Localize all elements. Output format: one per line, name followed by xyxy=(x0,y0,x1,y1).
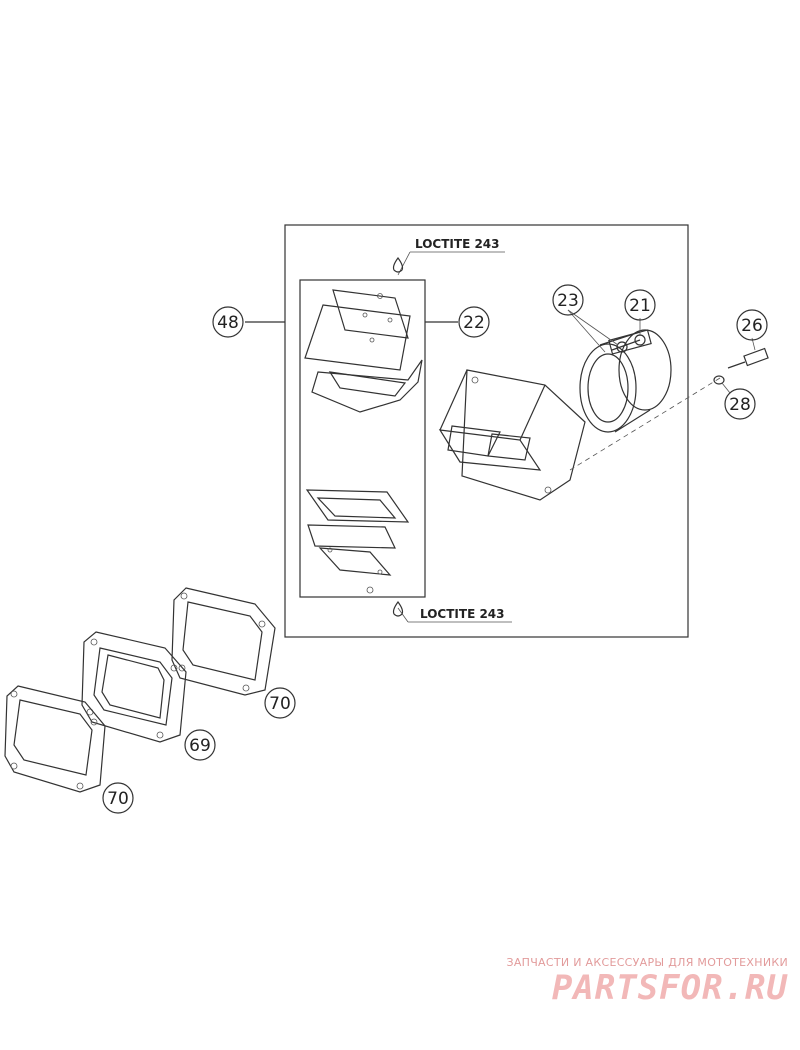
callout-69: 69 xyxy=(184,729,216,761)
callout-26: 26 xyxy=(736,309,768,341)
callout-26-label: 26 xyxy=(741,316,763,336)
callout-22: 22 xyxy=(458,306,490,338)
assembly-frame xyxy=(284,224,689,638)
callout-21: 21 xyxy=(624,289,656,321)
reed-petals-upper xyxy=(304,289,423,413)
bolt-26 xyxy=(727,347,769,369)
callout-28-label: 28 xyxy=(729,395,751,415)
loctite-drop-top-icon xyxy=(392,256,404,273)
watermark-logo: PARTSFOR.RU xyxy=(551,968,788,1008)
reed-petals-lower xyxy=(305,489,410,594)
callout-22-label: 22 xyxy=(463,313,485,333)
callout-70-upper: 70 xyxy=(264,687,296,719)
callout-48: 48 xyxy=(212,306,244,338)
callout-23: 23 xyxy=(552,284,584,316)
callout-69-label: 69 xyxy=(189,736,211,756)
callout-48-label: 48 xyxy=(217,313,239,333)
callout-23-label: 23 xyxy=(557,291,579,311)
reed-block-housing xyxy=(438,369,586,501)
gasket-70-upper xyxy=(171,587,276,696)
callout-70-lower: 70 xyxy=(102,782,134,814)
intake-flange xyxy=(579,329,672,433)
loctite-drop-bottom-icon xyxy=(392,600,404,617)
callout-70-lower-label: 70 xyxy=(107,789,129,809)
callout-21-label: 21 xyxy=(629,296,651,316)
callout-28: 28 xyxy=(724,388,756,420)
reed-kit-frame xyxy=(299,279,426,598)
callout-70-upper-label: 70 xyxy=(269,694,291,714)
loctite-note-top: LOCTITE 243 xyxy=(415,237,500,251)
washer-28 xyxy=(713,375,725,385)
gasket-70-lower xyxy=(4,685,106,793)
loctite-note-bottom: LOCTITE 243 xyxy=(420,607,505,621)
watermark-tagline: ЗАПЧАСТИ И АКСЕССУАРЫ ДЛЯ МОТОТЕХНИКИ xyxy=(506,956,788,969)
spacer-69 xyxy=(81,631,187,743)
